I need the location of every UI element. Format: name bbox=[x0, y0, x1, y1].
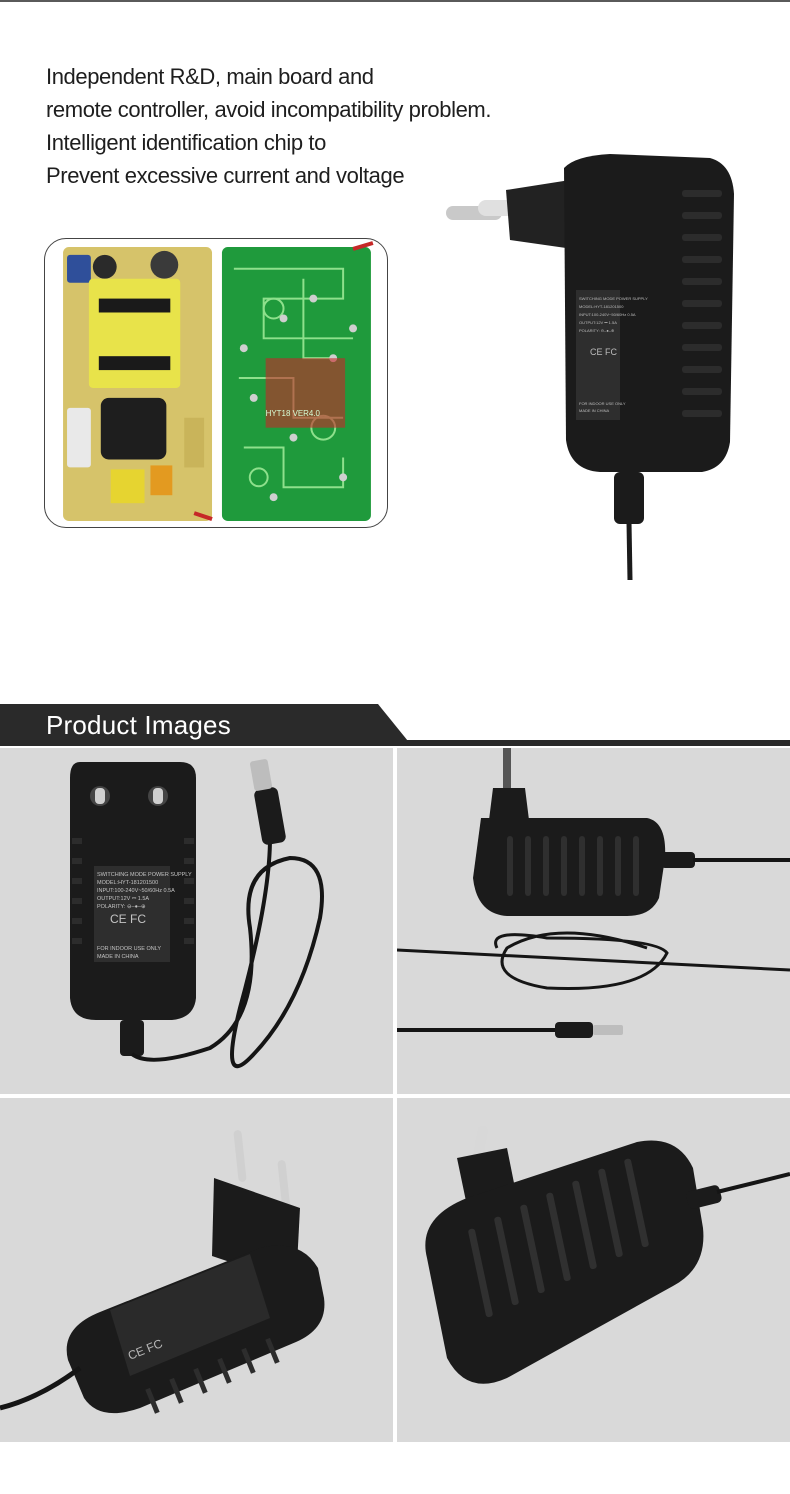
plug-base bbox=[489, 788, 529, 820]
adapter-ribs bbox=[145, 1337, 280, 1414]
front-label-line: OUTPUT:12V ⎓ 1.5A bbox=[97, 896, 149, 902]
capacitor bbox=[150, 250, 179, 279]
capacitor bbox=[67, 254, 91, 283]
capacitor bbox=[92, 254, 117, 279]
adapter-angle-left-illustration: CE FC bbox=[0, 1130, 325, 1414]
cable-coil bbox=[494, 931, 669, 991]
transformer-core bbox=[98, 356, 171, 371]
hero-label-line: SWITCHING MODE POWER SUPPLY bbox=[579, 296, 648, 301]
intro-line-2: remote controller, avoid incompatibility… bbox=[46, 97, 492, 122]
hero-label-line: INPUT:100-240V~50/60Hz 0.5A bbox=[579, 312, 636, 317]
adapter-front-illustration: SWITCHING MODE POWER SUPPLY MODEL:HYT-18… bbox=[70, 759, 324, 1069]
cable bbox=[626, 521, 633, 580]
product-image-side bbox=[397, 748, 790, 1094]
capacitor bbox=[100, 397, 167, 460]
hero-label-line: POLARITY: ⊖–●–⊕ bbox=[579, 328, 614, 333]
adapter-ribs bbox=[72, 838, 194, 944]
hero-label-line: MODEL:HYT-181201500 bbox=[579, 304, 624, 309]
dc-plug-tip bbox=[593, 1025, 623, 1035]
hero-label-line: FOR INDOOR USE ONLY bbox=[579, 401, 626, 406]
cable-coil bbox=[130, 837, 324, 1069]
capacitor bbox=[67, 407, 91, 468]
plug-pin bbox=[153, 788, 163, 804]
product-image-grid: SWITCHING MODE POWER SUPPLY MODEL:HYT-18… bbox=[0, 748, 790, 1442]
inductor bbox=[110, 469, 145, 504]
product-images-header: Product Images bbox=[0, 704, 790, 746]
hero-cert-marks: CE FC bbox=[590, 347, 618, 357]
adapter-ribs bbox=[507, 836, 639, 896]
front-label-line: POLARITY: ⊖–●–⊕ bbox=[97, 904, 146, 910]
intro-text: Independent R&D, main board and remote c… bbox=[46, 60, 516, 192]
plug-base bbox=[506, 180, 580, 250]
adapter-label-panel bbox=[110, 1254, 270, 1376]
adapter-ribs bbox=[468, 1158, 649, 1318]
plug-pin bbox=[503, 748, 511, 788]
intro-line-4: Prevent excessive current and voltage bbox=[46, 163, 405, 188]
section-underline bbox=[0, 740, 790, 746]
hero-adapter-photo: SWITCHING MODE POWER SUPPLY MODEL:HYT-18… bbox=[440, 150, 740, 580]
front-label-line: INPUT:100-240V~50/60Hz 0.5A bbox=[97, 888, 175, 894]
hero-label-line: MADE IN CHINA bbox=[579, 408, 610, 413]
dc-plug bbox=[254, 787, 286, 845]
front-cert-marks: CE FC bbox=[110, 912, 146, 926]
front-label-text: SWITCHING MODE POWER SUPPLY MODEL:HYT-18… bbox=[97, 872, 192, 960]
top-divider bbox=[0, 0, 790, 2]
front-label-line: MODEL:HYT-181201500 bbox=[97, 880, 158, 886]
adapter-side-illustration bbox=[397, 748, 790, 1038]
cable bbox=[0, 1365, 82, 1411]
adapter-angle-right-illustration bbox=[425, 1126, 790, 1384]
resistor bbox=[184, 417, 205, 468]
pcb-boards-photo: HYT18 VER4.0 bbox=[44, 238, 388, 528]
hero-adapter-illustration: SWITCHING MODE POWER SUPPLY MODEL:HYT-18… bbox=[446, 154, 734, 580]
inductor bbox=[150, 465, 173, 496]
product-image-front: SWITCHING MODE POWER SUPPLY MODEL:HYT-18… bbox=[0, 748, 393, 1094]
plug-pin bbox=[233, 1130, 247, 1182]
component-zone bbox=[265, 358, 346, 428]
adapter-ribs bbox=[682, 190, 722, 417]
section-title: Product Images bbox=[46, 710, 231, 740]
transformer bbox=[88, 278, 181, 388]
intro-line-3: Intelligent identification chip to bbox=[46, 130, 326, 155]
plug-pin bbox=[277, 1160, 291, 1212]
wire bbox=[193, 511, 213, 521]
front-label-line: FOR INDOOR USE ONLY bbox=[97, 946, 161, 952]
strain-relief bbox=[661, 852, 695, 868]
transformer-core bbox=[98, 298, 171, 313]
wire bbox=[352, 241, 374, 251]
cable bbox=[397, 948, 790, 972]
product-image-angle-right bbox=[397, 1098, 790, 1442]
product-image-angle-left: CE FC bbox=[0, 1098, 393, 1442]
strain-relief bbox=[686, 1185, 722, 1209]
pcb-illustration: HYT18 VER4.0 bbox=[63, 241, 374, 522]
adapter-label-panel bbox=[94, 866, 170, 962]
section-tab bbox=[0, 704, 412, 746]
dc-plug-tip bbox=[250, 759, 272, 791]
pcb-model-text: HYT18 VER4.0 bbox=[266, 409, 321, 418]
adapter-label-panel bbox=[576, 290, 620, 420]
strain-relief bbox=[614, 472, 644, 524]
intro-line-1: Independent R&D, main board and bbox=[46, 64, 374, 89]
cable bbox=[716, 1172, 790, 1194]
hero-label-text: SWITCHING MODE POWER SUPPLY MODEL:HYT-18… bbox=[579, 296, 648, 413]
front-label-line: SWITCHING MODE POWER SUPPLY bbox=[97, 872, 192, 878]
hero-label-line: OUTPUT:12V ⎓ 1.5A bbox=[579, 320, 617, 325]
strain-relief bbox=[120, 1020, 144, 1056]
dc-plug bbox=[555, 1022, 593, 1038]
front-label-line: MADE IN CHINA bbox=[97, 954, 139, 960]
plug-pin bbox=[95, 788, 105, 804]
